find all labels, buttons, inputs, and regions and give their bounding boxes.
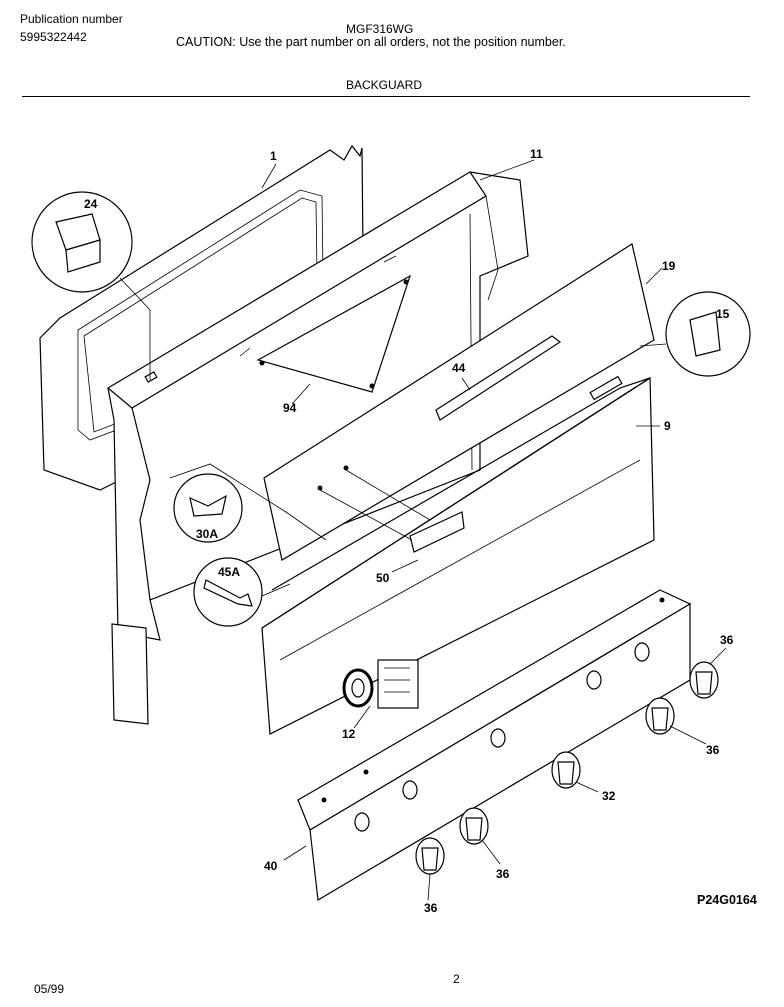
model-number: MGF316WG [346,22,414,36]
callout-94: 94 [283,401,297,415]
section-title: BACKGUARD [346,78,423,92]
knob-part [415,837,445,875]
thermostat-part [342,659,419,709]
callout-32: 32 [602,789,616,803]
knob-part [551,751,581,789]
leader-lines [261,159,727,901]
panel-screw [343,465,349,471]
callout-44: 44 [452,361,466,375]
insulation-bracket-part [256,274,412,393]
callout-11: 11 [530,147,543,161]
callout-36: 36 [706,743,720,757]
callout-40: 40 [264,859,278,873]
header-rule [22,96,750,97]
callout-12: 12 [342,727,356,741]
knob-part [459,807,489,845]
callout-36: 36 [720,633,734,647]
callout-36: 36 [424,901,438,915]
switch-detail-circle [31,191,151,380]
diagram-code: P24G0164 [697,893,757,907]
callout-9: 9 [664,419,671,433]
publication-label: Publication number [20,12,123,26]
panel-screw [317,485,323,491]
callout-45a: 45A [218,565,240,579]
bracket-screw [369,383,375,389]
callout-19: 19 [662,259,676,273]
latch-detail-circle [639,291,751,377]
manifold-panel-part [297,589,692,901]
lower-trim-strip [111,623,149,725]
callout-15: 15 [716,307,730,321]
control-panel-part [261,375,655,735]
clip-leader-lines [319,469,431,541]
bracket-screw [403,279,409,285]
callout-50: 50 [376,571,390,585]
publication-number: 5995322442 [20,30,87,44]
trim-rail-part [435,335,562,421]
callout-36: 36 [496,867,510,881]
screw-detail-circle [193,557,291,627]
clip-part [409,511,465,553]
caution-note: CAUTION: Use the part number on all orde… [176,35,566,49]
knob-part [689,661,719,699]
revision-date: 05/99 [34,982,65,996]
callout-24: 24 [84,197,98,211]
wingnut-detail-circle [169,463,327,543]
callout-30a: 30A [196,527,218,541]
page-number: 2 [453,972,460,986]
knob-part [645,697,675,735]
bracket-screw [259,360,265,366]
callout-1: 1 [270,149,277,163]
